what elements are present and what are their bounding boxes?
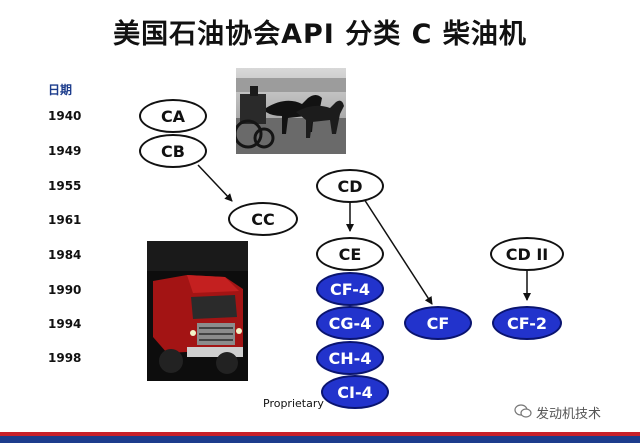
bottom-stripe-red (0, 432, 640, 436)
node-cb: CB (139, 134, 207, 168)
page-title: 美国石油协会API 分类 C 柴油机 (113, 19, 527, 50)
node-cf-4: CF-4 (316, 272, 384, 306)
bottom-stripe-blue (0, 436, 640, 443)
wechat-icon (514, 403, 532, 422)
year-label: 1984 (48, 248, 82, 262)
node-cc: CC (228, 202, 298, 236)
node-cf-2: CF-2 (492, 306, 562, 340)
year-label: 1955 (48, 179, 82, 193)
node-cg-4: CG-4 (316, 306, 384, 340)
watermark: 发动机技术 (514, 403, 601, 422)
year-label: 1998 (48, 351, 82, 365)
arrow-cd-to-cf (363, 198, 433, 305)
year-label: 1949 (48, 144, 82, 158)
watermark-text: 发动机技术 (536, 407, 602, 422)
arrow-cb-to-cc (197, 164, 233, 202)
horse-carriage-photo (236, 68, 346, 154)
node-ce: CE (316, 237, 384, 271)
truck-photo (147, 241, 248, 381)
node-cd: CD (316, 169, 384, 203)
year-label: 1940 (48, 109, 82, 123)
footer-proprietary: Proprietary (263, 397, 324, 410)
node-cd-ii: CD II (490, 237, 564, 271)
year-label: 1994 (48, 317, 82, 331)
node-ci-4: CI-4 (321, 375, 389, 409)
node-ch-4: CH-4 (316, 341, 384, 375)
date-column-header: 日期 (48, 83, 73, 97)
year-label: 1990 (48, 283, 82, 297)
node-ca: CA (139, 99, 207, 133)
year-label: 1961 (48, 213, 82, 227)
node-cf: CF (404, 306, 472, 340)
